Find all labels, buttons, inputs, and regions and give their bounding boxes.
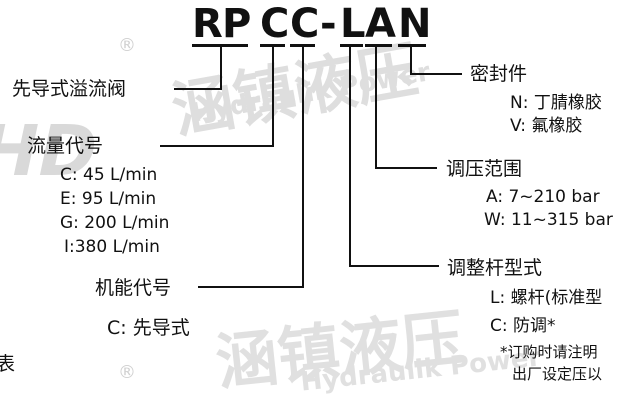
code-letter-n: N (398, 1, 432, 47)
connector-l-horizontal (349, 265, 439, 267)
code-underline-c1 (260, 44, 285, 47)
code-letter-r: R (192, 1, 223, 47)
pressure-option-w: W: 11~315 bar (484, 210, 613, 230)
code-letter-p: P (222, 1, 252, 47)
connector-n-vertical (410, 47, 412, 74)
watermark-registered-bottom: ® (118, 362, 136, 383)
seal-option-n: N: 丁腈橡胶 (510, 93, 602, 113)
flow-option-c: C: 45 L/min (60, 165, 158, 185)
code-letter-c2: C (290, 1, 320, 47)
adjuster-note-order: *订购时请注明 (500, 343, 598, 361)
connector-a-horizontal (375, 167, 437, 169)
left-edge-char: 表 (0, 353, 16, 375)
seal-option-v: V: 氟橡胶 (510, 116, 583, 136)
code-underline-a (365, 44, 392, 47)
watermark-registered-top: ® (118, 35, 136, 56)
flow-option-e: E: 95 L/min (60, 189, 157, 209)
label-adjuster-type: 调整杆型式 (447, 257, 543, 279)
label-seal: 密封件 (470, 63, 528, 85)
code-letter-l: L (340, 1, 366, 47)
connector-c1-vertical (272, 47, 274, 146)
connector-c1-horizontal (160, 145, 274, 147)
code-letter-c1: C (260, 1, 290, 47)
connector-l-vertical (349, 47, 351, 266)
flow-option-i: I:380 L/min (64, 237, 160, 257)
code-underline-n (398, 44, 426, 47)
flow-option-g: G: 200 L/min (60, 213, 170, 233)
adjuster-option-c: C: 防调* (490, 316, 556, 336)
code-underline-l (340, 44, 363, 47)
connector-a-vertical (375, 47, 377, 168)
label-function-code: 机能代号 (95, 277, 172, 299)
watermark-text-en-top: Hydraulik Power (189, 57, 433, 129)
adjuster-option-l: L: 螺杆(标准型 (490, 288, 603, 308)
connector-n-horizontal (410, 73, 462, 75)
code-dash: - (320, 1, 337, 47)
function-option-c: C: 先导式 (107, 317, 190, 339)
connector-c2-vertical (302, 47, 304, 287)
label-pressure-range: 调压范围 (446, 158, 523, 180)
code-underline-rp (192, 44, 248, 47)
pressure-option-a: A: 7~210 bar (486, 187, 600, 207)
label-flow-code: 流量代号 (27, 135, 104, 157)
connector-c2-horizontal (198, 286, 304, 288)
label-pilot-relief: 先导式溢流阀 (12, 78, 127, 100)
code-underline-c2 (290, 44, 315, 47)
adjuster-note-factory: 出厂设定压以 (512, 365, 603, 383)
watermark-text-cn-bottom: 涵镇液压 (212, 301, 467, 400)
code-letter-a: A (365, 1, 396, 47)
connector-rp-vertical (220, 47, 222, 89)
connector-rp-horizontal (174, 88, 222, 90)
